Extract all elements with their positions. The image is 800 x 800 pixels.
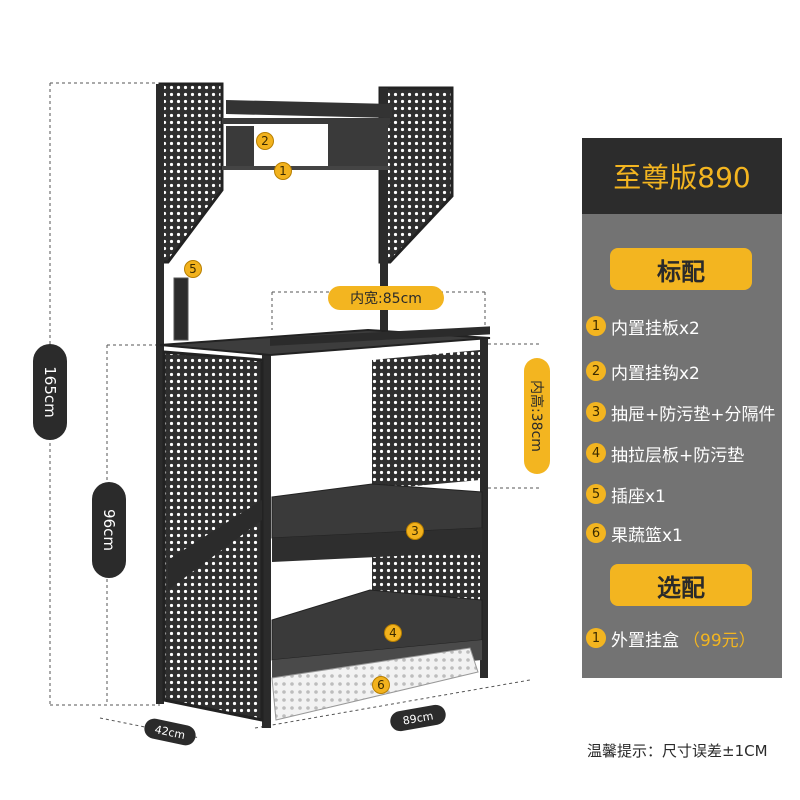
height-lower-label: 96cm	[92, 482, 126, 578]
callout-1: 1	[274, 162, 292, 180]
optional-tag: 选配	[610, 564, 752, 606]
callout-4: 4	[384, 624, 402, 642]
pull-out-shelf	[271, 589, 483, 661]
size-tolerance-note: 温馨提示：尺寸误差±1CM	[587, 742, 768, 760]
drawer	[271, 483, 483, 539]
height-total-label: 165cm	[33, 344, 67, 440]
standard-tag: 标配	[610, 248, 752, 290]
left-top-pegboard	[158, 82, 224, 264]
panel-title: 至尊版890	[582, 138, 782, 214]
callout-6: 6	[372, 676, 390, 694]
inner-height-label: 内高:38cm	[524, 358, 550, 474]
callout-2: 2	[256, 132, 274, 150]
callout-3: 3	[406, 522, 424, 540]
inner-width-label: 内宽:85cm	[328, 286, 444, 310]
callout-5: 5	[184, 260, 202, 278]
